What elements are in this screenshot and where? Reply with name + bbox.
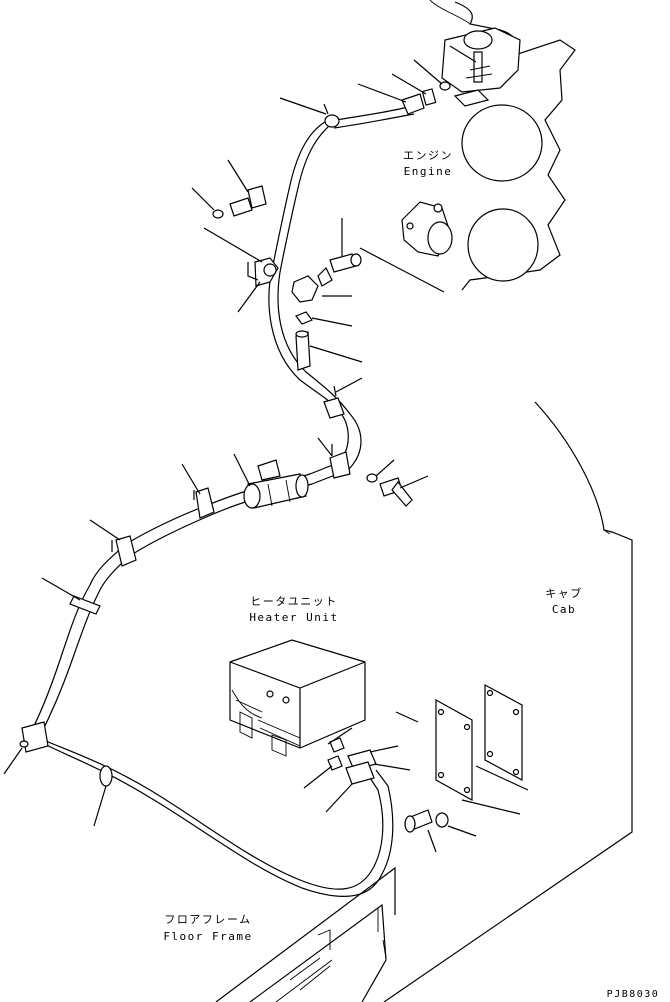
leader-lines (3, 45, 529, 853)
clamp-mid-2 (329, 444, 351, 479)
floor-frame (215, 866, 396, 1002)
valve-filter (243, 459, 309, 509)
engine-label-en: Engine (403, 165, 453, 178)
sleeve-tube (295, 330, 311, 371)
hose-main (31, 119, 394, 897)
engine-port-fitting (401, 201, 453, 257)
engine-round-cover-lower (467, 208, 539, 282)
heater-unit-label-en: Heater Unit (249, 611, 339, 624)
clamp-bracket-bottom-left (19, 721, 49, 753)
clamp-bracket-left-2 (111, 535, 137, 567)
bolt-lower (404, 809, 449, 833)
hose-clamp-top (323, 103, 340, 128)
elbow-fitting (291, 266, 333, 303)
drawing-code: PJB8030 (606, 989, 660, 1000)
heater-hose-fittings (327, 737, 377, 785)
engine-round-cover-upper (461, 104, 543, 182)
hose-engine-top-connector (333, 81, 451, 129)
cab-outline (383, 401, 633, 1002)
clamp-bracket-upper (247, 257, 279, 287)
cab-label-jp: キャブ (545, 587, 583, 600)
heater-unit-label-jp: ヒータユニット (250, 595, 338, 608)
bolt-upper (212, 185, 267, 219)
band-clip-bottom (99, 765, 113, 787)
clamp-mid-1 (323, 385, 345, 419)
engine-label-jp: エンジン (403, 149, 453, 162)
cover-plate-front (435, 698, 473, 802)
nut-small (295, 311, 313, 325)
engine-upper-housing (441, 27, 521, 107)
band-clip (69, 595, 101, 615)
floor-frame-label-en: Floor Frame (163, 930, 253, 943)
cab-label-en: Cab (551, 603, 577, 616)
bolt-mid (366, 473, 413, 507)
heater-unit (229, 639, 366, 757)
adapter-fitting (329, 253, 362, 273)
cover-plate-back (484, 683, 523, 782)
floor-frame-label-jp: フロアフレーム (164, 913, 252, 926)
clamp-bracket-left-1 (193, 487, 215, 519)
